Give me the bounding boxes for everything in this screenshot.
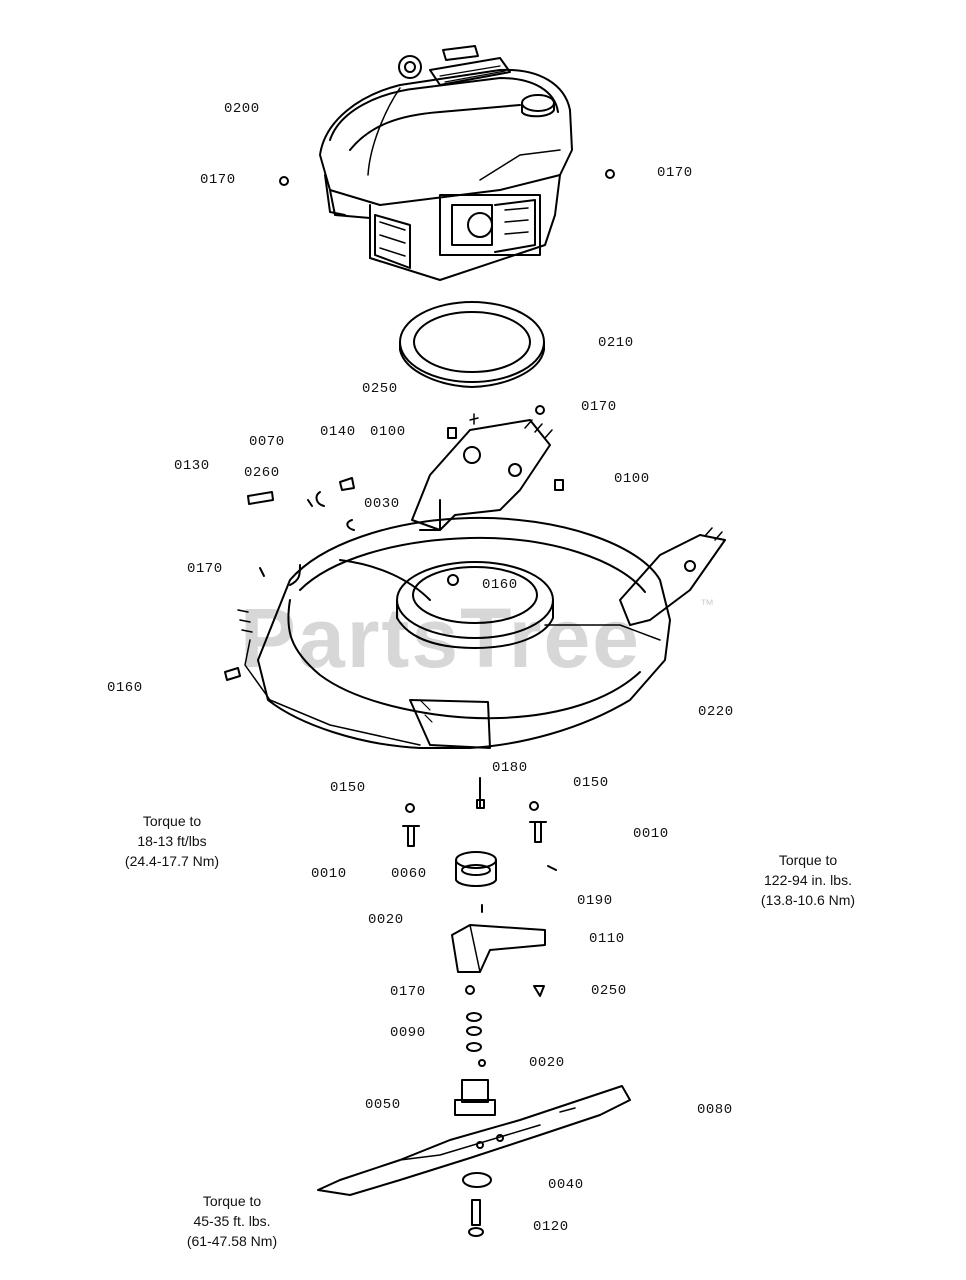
engine-part xyxy=(319,45,573,281)
callout-0030: 0030 xyxy=(364,496,400,512)
torque-note-1: Torque to 18-13 ft/lbs (24.4-17.7 Nm) xyxy=(112,811,232,871)
callout-0010: 0010 xyxy=(311,866,347,882)
callout-0170: 0170 xyxy=(200,172,236,188)
callout-0220: 0220 xyxy=(698,704,734,720)
callout-0100: 0100 xyxy=(370,424,406,440)
callout-0180: 0180 xyxy=(492,760,528,776)
callout-0050: 0050 xyxy=(365,1097,401,1113)
callout-0260: 0260 xyxy=(244,465,280,481)
callout-0160: 0160 xyxy=(107,680,143,696)
torque-note-3-line3: (61-47.58 Nm) xyxy=(186,1233,278,1249)
callout-0110: 0110 xyxy=(589,931,625,947)
callout-0250: 0250 xyxy=(591,983,627,999)
callout-0100: 0100 xyxy=(614,471,650,487)
torque-note-1-line3: (24.4-17.7 Nm) xyxy=(124,853,220,869)
torque-note-2-line1: Torque to xyxy=(778,852,838,868)
callout-0140: 0140 xyxy=(320,424,356,440)
callout-0020: 0020 xyxy=(368,912,404,928)
callout-0250: 0250 xyxy=(362,381,398,397)
torque-note-3: Torque to 45-35 ft. lbs. (61-47.58 Nm) xyxy=(172,1191,292,1251)
callout-0130: 0130 xyxy=(174,458,210,474)
callout-0160: 0160 xyxy=(482,577,518,593)
callout-0020: 0020 xyxy=(529,1055,565,1071)
callout-0060: 0060 xyxy=(391,866,427,882)
blade-part xyxy=(317,1085,631,1196)
callout-0210: 0210 xyxy=(598,335,634,351)
torque-note-1-line2: 18-13 ft/lbs xyxy=(137,833,207,849)
torque-note-1-line1: Torque to xyxy=(142,813,202,829)
nut-part xyxy=(279,176,289,186)
torque-note-2-line2: 122-94 in. lbs. xyxy=(764,872,852,888)
watermark: PartsTree xyxy=(240,591,641,685)
callout-0170: 0170 xyxy=(581,399,617,415)
callout-0120: 0120 xyxy=(533,1219,569,1235)
lower-hardware xyxy=(402,777,547,847)
callout-0040: 0040 xyxy=(548,1177,584,1193)
callout-0200: 0200 xyxy=(224,101,260,117)
nut-part xyxy=(605,169,615,179)
baffle-part xyxy=(451,924,546,973)
callout-0150: 0150 xyxy=(330,780,366,796)
torque-note-2-line3: (13.8-10.6 Nm) xyxy=(760,892,856,908)
engine-adapter-ring-part xyxy=(399,301,545,388)
handle-bracket-part xyxy=(619,527,726,626)
callout-0170: 0170 xyxy=(187,561,223,577)
callout-0150: 0150 xyxy=(573,775,609,791)
callout-0070: 0070 xyxy=(249,434,285,450)
callout-0170: 0170 xyxy=(390,984,426,1000)
torque-note-3-line1: Torque to xyxy=(202,1193,262,1209)
callout-0080: 0080 xyxy=(697,1102,733,1118)
callout-0170: 0170 xyxy=(657,165,693,181)
watermark-trademark: ™ xyxy=(700,596,714,612)
rear-bracket-part xyxy=(411,419,553,531)
blade-adapter-part xyxy=(454,1079,496,1116)
torque-note-3-line2: 45-35 ft. lbs. xyxy=(193,1213,271,1229)
torque-note-2: Torque to 122-94 in. lbs. (13.8-10.6 Nm) xyxy=(748,850,868,910)
callout-0010: 0010 xyxy=(633,826,669,842)
mower-deck-part xyxy=(237,516,671,749)
callout-0090: 0090 xyxy=(390,1025,426,1041)
bushing-part xyxy=(455,851,497,887)
callout-0190: 0190 xyxy=(577,893,613,909)
